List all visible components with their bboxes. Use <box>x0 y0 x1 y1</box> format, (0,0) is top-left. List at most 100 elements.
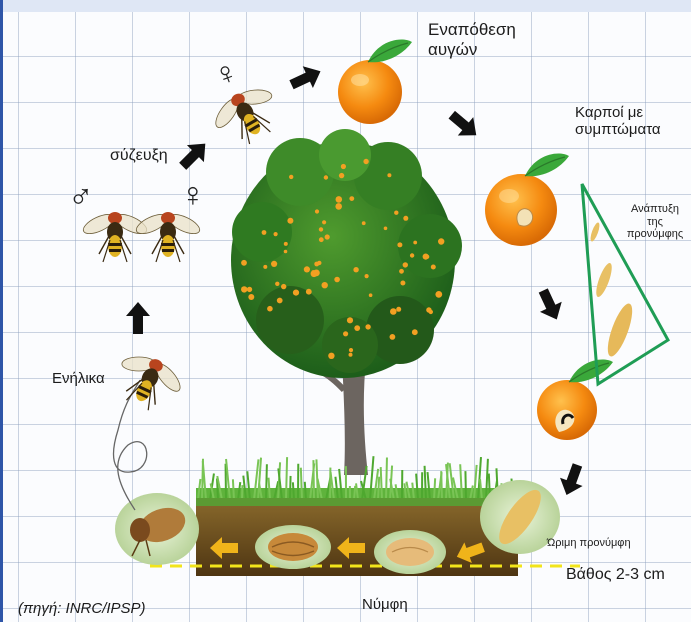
grass-blade <box>290 476 291 500</box>
tree-fruit-dot <box>403 216 408 221</box>
label-depth: Βάθος 2-3 cm <box>566 566 665 584</box>
tree-fruit-dot <box>287 218 293 224</box>
pupa-emerging-icon <box>115 493 199 565</box>
tree-fruit-dot <box>339 173 344 178</box>
tree-fruit-dot <box>394 211 398 215</box>
fly-icon <box>134 210 203 262</box>
tree-fruit-dot <box>353 267 358 272</box>
tree-fruit-dot <box>241 286 247 292</box>
tree-fruit-dot <box>412 329 418 335</box>
grass-blade <box>465 471 466 500</box>
pupa-icon <box>374 530 446 574</box>
grass-blade <box>441 471 442 500</box>
tree-fruit-dot <box>328 353 334 359</box>
tree-fruit-dot <box>284 242 288 246</box>
tree-fruit-dot <box>397 242 402 247</box>
tree-fruit-dot <box>362 221 366 225</box>
female-symbol: ♀ <box>180 176 206 215</box>
tree-fruit-dot <box>306 289 312 295</box>
tree-fruit-dot <box>293 290 299 296</box>
grass-blade <box>286 457 287 500</box>
arrow-icon <box>126 302 150 334</box>
tree-fruit-dot <box>322 282 328 288</box>
label-pupa: Νύμφη <box>362 596 408 613</box>
pupa-icon <box>255 525 331 569</box>
tree-fruit-dot <box>313 270 320 277</box>
label-mating: σύζευξη <box>110 147 168 165</box>
tree-fruit-dot <box>425 255 429 259</box>
label-mature-larva: Ώριμη προνύμφη <box>547 537 631 550</box>
grass-blade <box>386 458 387 500</box>
fly-icon <box>81 210 150 262</box>
tree-fruit-dot <box>431 265 436 270</box>
tree-fruit-dot <box>347 317 353 323</box>
fly-icon <box>204 76 289 155</box>
tree-fruit-dot <box>284 250 288 254</box>
tree-fruit-dot <box>400 281 405 286</box>
tree-fruit-dot <box>335 203 342 210</box>
tree-fruit-dot <box>319 227 323 231</box>
tree-fruit-dot <box>322 220 326 224</box>
label-fruit-symptoms: Καρποί με συμπτώματα <box>575 104 661 139</box>
source-caption: (πηγή: INRC/IPSP) <box>18 600 146 617</box>
grass-blade <box>305 482 306 500</box>
label-egg-laying: Εναπόθεση αυγών <box>428 20 516 59</box>
tree-fruit-dot <box>390 334 396 340</box>
label-adults: Ενήλικα <box>52 370 105 387</box>
tree-fruit-dot <box>399 269 404 274</box>
grass-blade <box>301 468 302 500</box>
tree-fruit-dot <box>336 196 343 203</box>
tree-fruit-dot <box>314 262 319 267</box>
tree-fruit-dot <box>349 348 353 352</box>
tree-fruit-dot <box>387 173 391 177</box>
grass-blade <box>313 460 314 500</box>
tree-fruit-dot <box>289 175 293 179</box>
tree-fruit-dot <box>410 253 414 257</box>
orange-fruit-icon <box>338 39 412 124</box>
tree-fruit-dot <box>325 234 330 239</box>
tree-icon <box>231 129 462 475</box>
tree-fruit-dot <box>390 308 397 315</box>
grass-blade <box>354 486 355 500</box>
grass-blade <box>293 482 294 500</box>
fly-icon <box>106 344 190 420</box>
tree-fruit-dot <box>247 287 252 292</box>
male-symbol: ♂ <box>68 178 94 217</box>
orange-fruit-symptoms-icon <box>485 153 569 246</box>
tree-fruit-dot <box>315 209 319 213</box>
tree-fruit-dot <box>369 293 373 297</box>
tree-fruit-dot <box>304 266 310 272</box>
soil-layer <box>196 498 518 576</box>
grass-blade <box>378 477 379 500</box>
tree-fruit-dot <box>349 353 353 357</box>
grass-blade <box>425 466 426 500</box>
arrow-icon <box>174 135 214 175</box>
tree-fruit-dot <box>435 291 442 298</box>
arrow-icon <box>444 106 484 145</box>
tree-fruit-dot <box>275 282 279 286</box>
tree-fruit-dot <box>319 237 324 242</box>
arrow-icon <box>286 60 325 95</box>
tree-fruit-dot <box>241 260 247 266</box>
tree-fruit-dot <box>281 284 286 289</box>
tree-fruit-dot <box>274 232 278 236</box>
tree-fruit-dot <box>354 325 360 331</box>
grass-blade <box>434 478 435 500</box>
tree-fruit-dot <box>263 265 267 269</box>
tree-fruit-dot <box>248 294 254 300</box>
tree-fruit-dot <box>365 324 370 329</box>
arrow-icon <box>555 461 588 499</box>
tree-fruit-dot <box>324 175 328 179</box>
grass-blade <box>266 464 267 500</box>
tree-fruit-dot <box>349 196 354 201</box>
tree-fruit-dot <box>413 241 417 245</box>
grass-blade <box>233 479 234 500</box>
label-larva-development: Ανάπτυξη της προνύμφης <box>624 203 686 241</box>
tree-fruit-dot <box>403 262 408 267</box>
grass-blade <box>381 467 382 500</box>
tree-fruit-dot <box>271 261 277 267</box>
tree-fruit-dot <box>267 306 273 312</box>
arrow-icon <box>532 285 567 324</box>
orange-fruit-larva-icon <box>537 359 613 440</box>
